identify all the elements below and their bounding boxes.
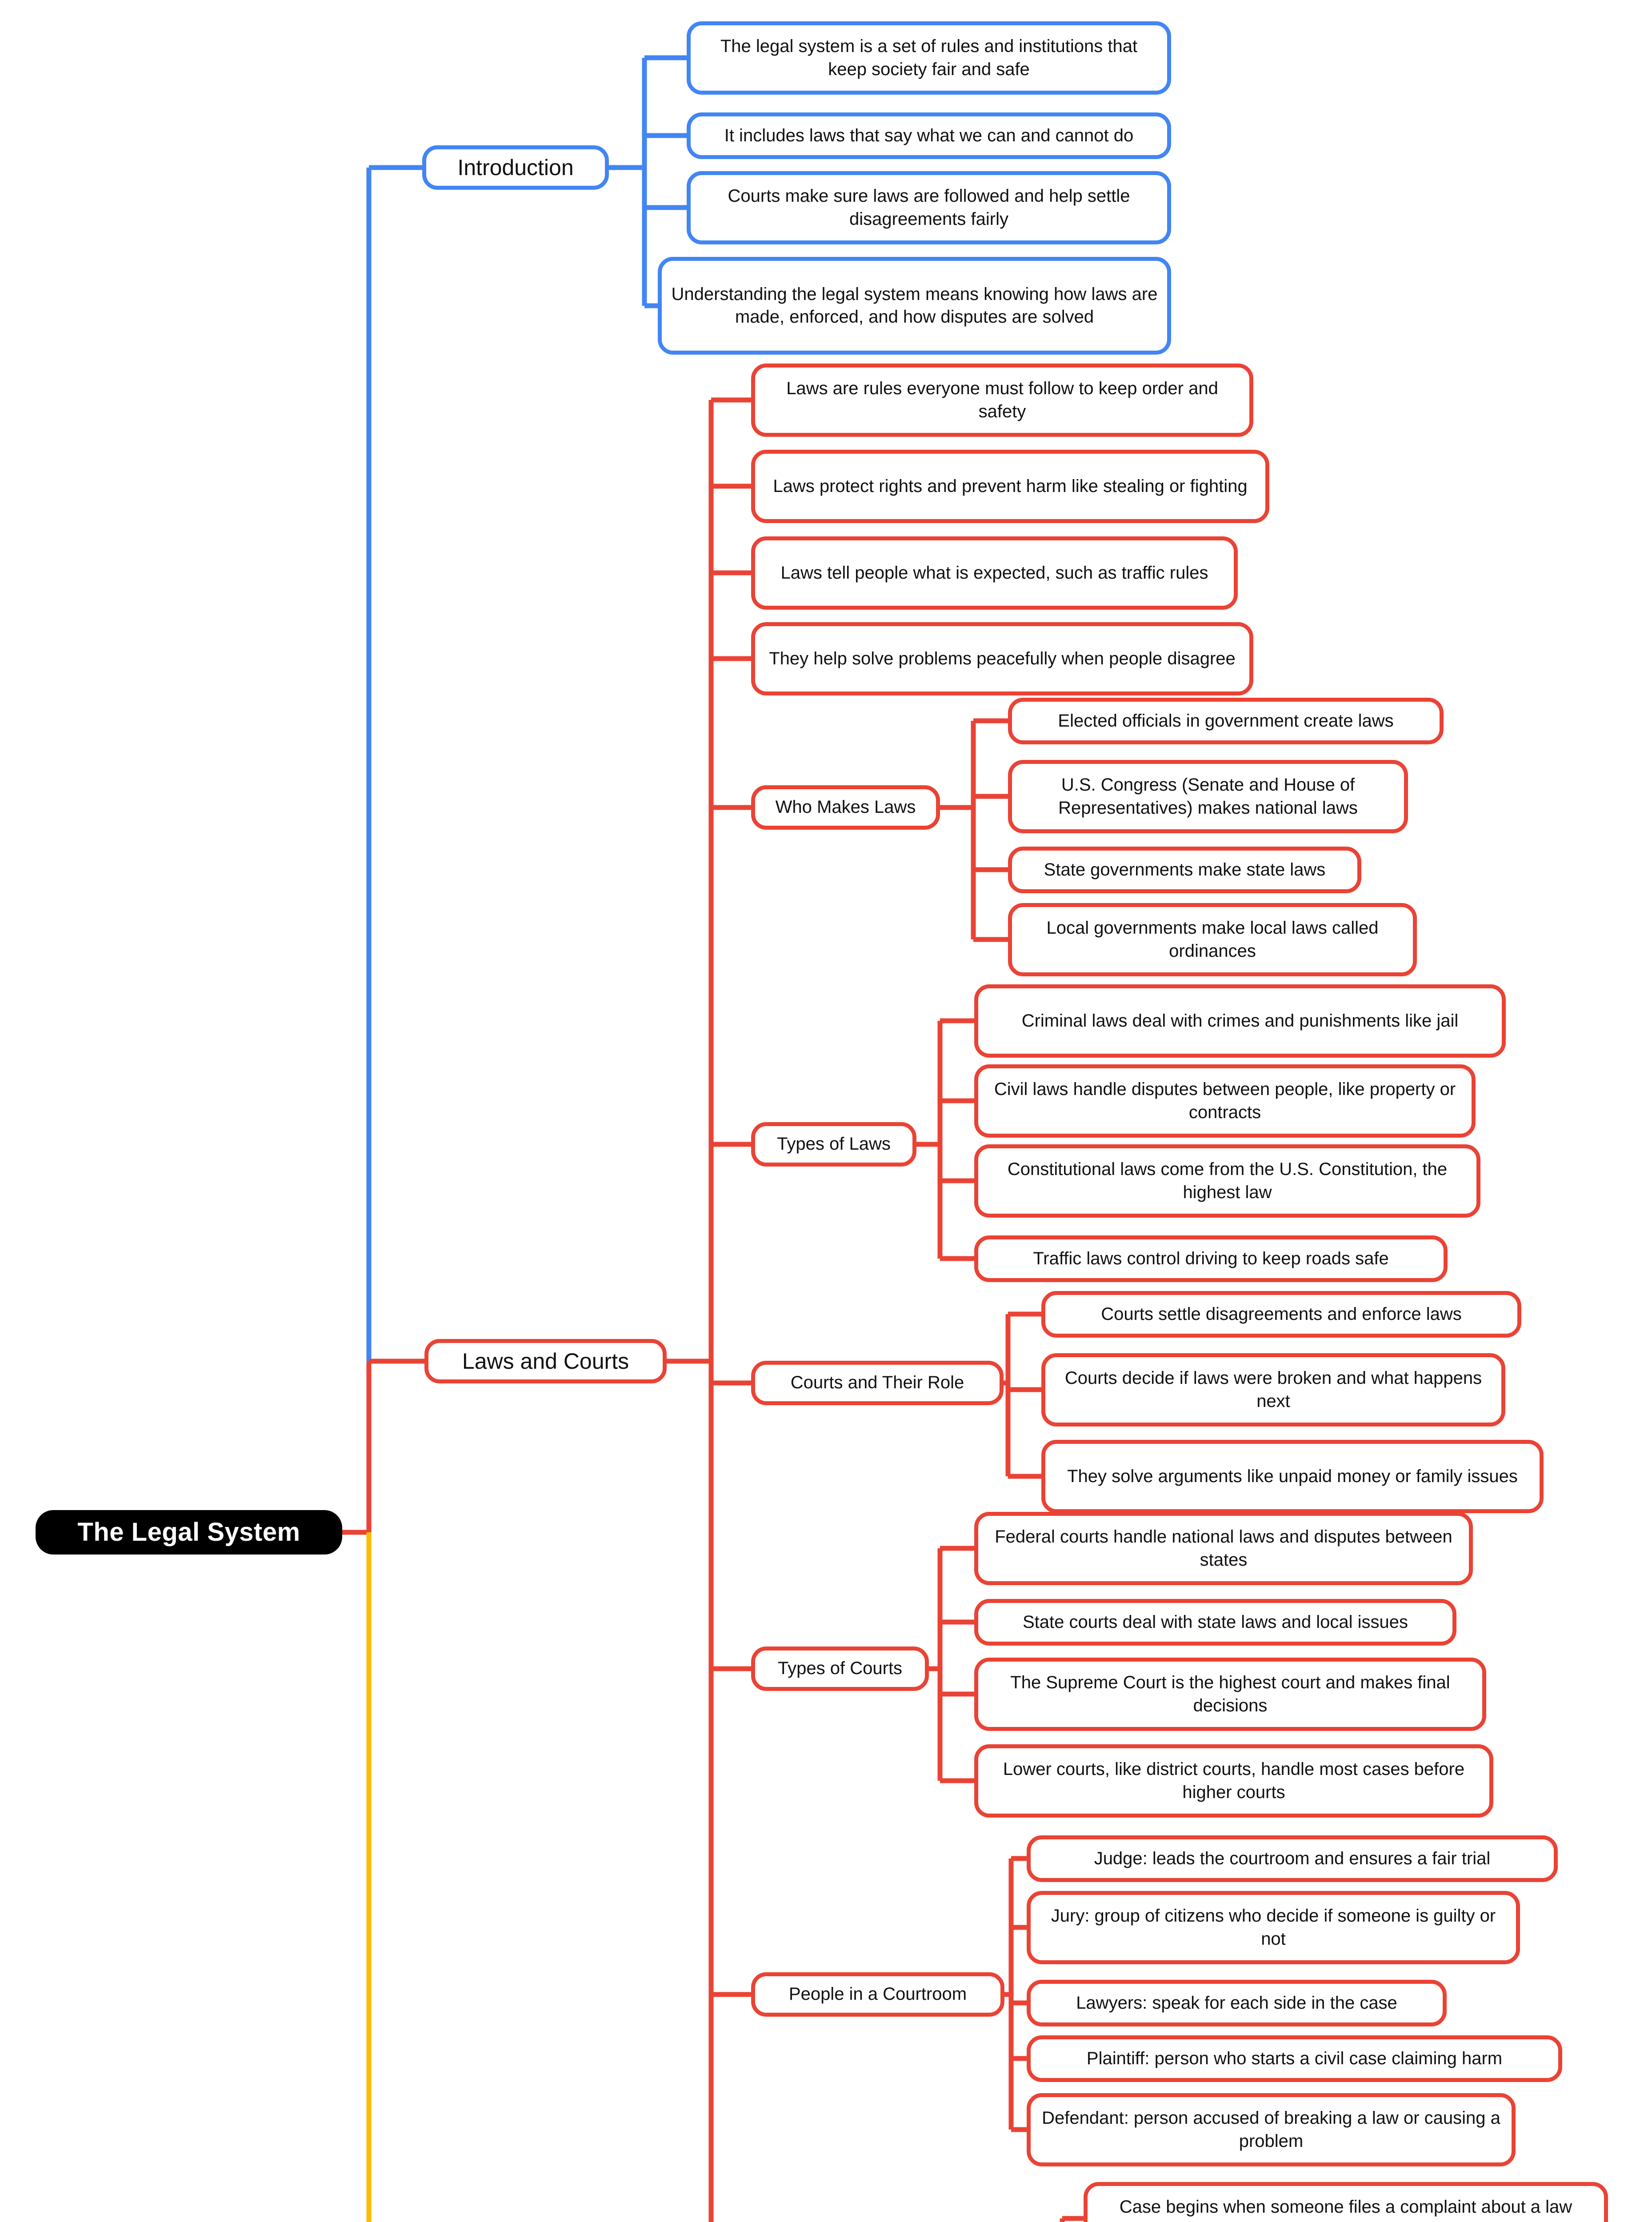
leaf-label: Case begins when someone files a complai… <box>1119 2197 1572 2222</box>
leaf-case-1[interactable]: Case begins when someone files a complai… <box>1084 2182 1608 2222</box>
leaf-types-courts-2[interactable]: State courts deal with state laws and lo… <box>974 1599 1456 1646</box>
sub-label: Who Makes Laws <box>775 797 916 817</box>
leaf-intro-1[interactable]: The legal system is a set of rules and i… <box>687 21 1171 95</box>
branch-laws-and-courts[interactable]: Laws and Courts <box>424 1339 667 1383</box>
leaf-label: Laws are rules everyone must follow to k… <box>786 379 1218 421</box>
leaf-label: Civil laws handle disputes between peopl… <box>994 1079 1456 1122</box>
leaf-who-3[interactable]: State governments make state laws <box>1008 847 1361 893</box>
leaf-laws-4[interactable]: They help solve problems peacefully when… <box>751 622 1253 695</box>
leaf-label: Local governments make local laws called… <box>1046 918 1379 961</box>
leaf-types-courts-4[interactable]: Lower courts, like district courts, hand… <box>974 1744 1493 1818</box>
leaf-who-2[interactable]: U.S. Congress (Senate and House of Repre… <box>1008 760 1408 833</box>
leaf-label: The legal system is a set of rules and i… <box>720 36 1138 79</box>
leaf-courts-role-3[interactable]: They solve arguments like unpaid money o… <box>1041 1440 1544 1513</box>
leaf-label: Constitutional laws come from the U.S. C… <box>1007 1159 1448 1202</box>
sub-people-in-a-courtroom[interactable]: People in a Courtroom <box>751 1972 1004 2017</box>
leaf-types-laws-3[interactable]: Constitutional laws come from the U.S. C… <box>974 1144 1480 1218</box>
leaf-who-1[interactable]: Elected officials in government create l… <box>1008 698 1444 744</box>
leaf-laws-3[interactable]: Laws tell people what is expected, such … <box>751 536 1238 610</box>
sub-who-makes-laws[interactable]: Who Makes Laws <box>751 785 940 830</box>
leaf-laws-2[interactable]: Laws protect rights and prevent harm lik… <box>751 450 1269 523</box>
leaf-label: Traffic laws control driving to keep roa… <box>1033 1248 1389 1268</box>
leaf-intro-3[interactable]: Courts make sure laws are followed and h… <box>687 171 1171 244</box>
leaf-label: State courts deal with state laws and lo… <box>1022 1612 1408 1632</box>
leaf-label: State governments make state laws <box>1044 859 1326 879</box>
sub-types-of-courts[interactable]: Types of Courts <box>751 1647 929 1691</box>
sub-types-of-laws[interactable]: Types of Laws <box>751 1122 916 1167</box>
leaf-label: They solve arguments like unpaid money o… <box>1067 1466 1518 1486</box>
sub-label: Courts and Their Role <box>790 1373 964 1393</box>
leaf-types-laws-2[interactable]: Civil laws handle disputes between peopl… <box>974 1064 1476 1138</box>
leaf-label: Understanding the legal system means kno… <box>671 284 1158 327</box>
leaf-intro-4[interactable]: Understanding the legal system means kno… <box>658 257 1171 355</box>
leaf-types-laws-4[interactable]: Traffic laws control driving to keep roa… <box>974 1235 1448 1282</box>
leaf-people-5[interactable]: Defendant: person accused of breaking a … <box>1027 2093 1516 2166</box>
sub-label: Types of Courts <box>777 1659 903 1678</box>
leaf-label: The Supreme Court is the highest court a… <box>1010 1673 1450 1715</box>
leaf-label: Plaintiff: person who starts a civil cas… <box>1086 2048 1503 2068</box>
leaf-label: Judge: leads the courtroom and ensures a… <box>1094 1848 1491 1868</box>
root-label: The Legal System <box>77 1517 300 1547</box>
sub-courts-and-their-role[interactable]: Courts and Their Role <box>751 1361 1004 1405</box>
leaf-intro-2[interactable]: It includes laws that say what we can an… <box>687 112 1171 159</box>
leaf-label: Defendant: person accused of breaking a … <box>1042 2108 1500 2151</box>
leaf-people-3[interactable]: Lawyers: speak for each side in the case <box>1027 1980 1447 2026</box>
leaf-people-4[interactable]: Plaintiff: person who starts a civil cas… <box>1027 2035 1562 2082</box>
sub-label: Types of Laws <box>777 1134 891 1154</box>
sub-label: People in a Courtroom <box>788 1984 967 2004</box>
leaf-label: Elected officials in government create l… <box>1058 711 1394 731</box>
leaf-types-laws-1[interactable]: Criminal laws deal with crimes and punis… <box>974 984 1506 1058</box>
leaf-label: Laws tell people what is expected, such … <box>780 563 1208 583</box>
leaf-courts-role-1[interactable]: Courts settle disagreements and enforce … <box>1041 1291 1521 1338</box>
branch-introduction-label: Introduction <box>457 155 574 180</box>
leaf-people-1[interactable]: Judge: leads the courtroom and ensures a… <box>1027 1835 1558 1882</box>
leaf-courts-role-2[interactable]: Courts decide if laws were broken and wh… <box>1041 1353 1505 1427</box>
leaf-label: Lawyers: speak for each side in the case <box>1076 1993 1397 2013</box>
leaf-label: They help solve problems peacefully when… <box>769 648 1236 668</box>
root-node[interactable]: The Legal System <box>36 1510 342 1555</box>
leaf-laws-1[interactable]: Laws are rules everyone must follow to k… <box>751 364 1253 437</box>
leaf-label: Courts make sure laws are followed and h… <box>728 186 1130 229</box>
branch-introduction[interactable]: Introduction <box>422 145 609 190</box>
leaf-types-courts-3[interactable]: The Supreme Court is the highest court a… <box>974 1658 1486 1731</box>
leaf-label: Courts settle disagreements and enforce … <box>1101 1304 1462 1324</box>
leaf-label: U.S. Congress (Senate and House of Repre… <box>1058 775 1358 818</box>
leaf-label: Lower courts, like district courts, hand… <box>1003 1759 1465 1802</box>
leaf-people-2[interactable]: Jury: group of citizens who decide if so… <box>1027 1891 1520 1964</box>
leaf-label: Federal courts handle national laws and … <box>995 1527 1452 1570</box>
leaf-label: Courts decide if laws were broken and wh… <box>1064 1368 1482 1411</box>
leaf-label: Laws protect rights and prevent harm lik… <box>773 476 1248 496</box>
leaf-types-courts-1[interactable]: Federal courts handle national laws and … <box>974 1512 1473 1585</box>
leaf-label: Criminal laws deal with crimes and punis… <box>1021 1011 1459 1031</box>
leaf-who-4[interactable]: Local governments make local laws called… <box>1008 903 1417 976</box>
branch-laws-and-courts-label: Laws and Courts <box>462 1349 629 1374</box>
leaf-label: Jury: group of citizens who decide if so… <box>1051 1906 1496 1949</box>
leaf-label: It includes laws that say what we can an… <box>724 125 1134 145</box>
